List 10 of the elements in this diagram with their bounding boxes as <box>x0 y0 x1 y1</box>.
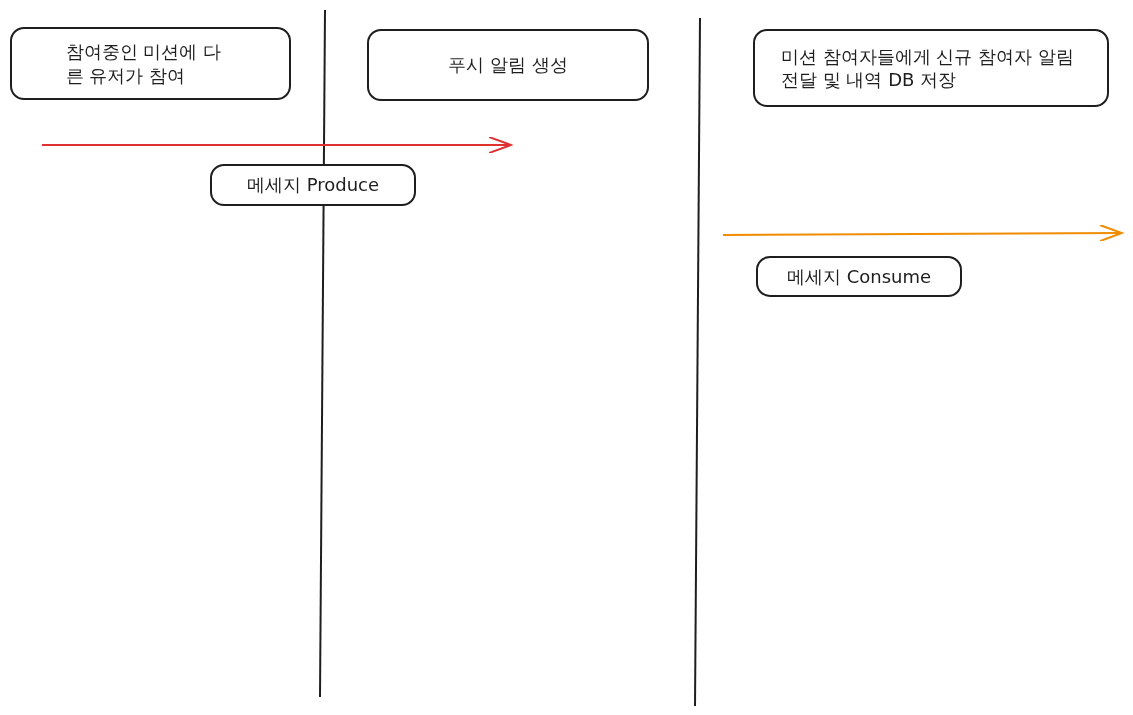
step-box <box>10 27 291 100</box>
step-text: 메세지 Produce <box>246 173 380 197</box>
step-text: 메세지 Consume <box>786 264 932 289</box>
step-text: 미션 참여자들에게 신규 참여자 알림 전달 및 내역 DB 저장 <box>781 44 1075 92</box>
step-box <box>210 164 416 206</box>
step-box <box>753 29 1109 107</box>
step-box <box>756 256 962 297</box>
step-text: 푸시 알림 생성 <box>448 53 568 77</box>
step-text: 참여중인 미션에 다른 유저가 참여 <box>65 40 222 87</box>
step-box <box>367 29 649 101</box>
